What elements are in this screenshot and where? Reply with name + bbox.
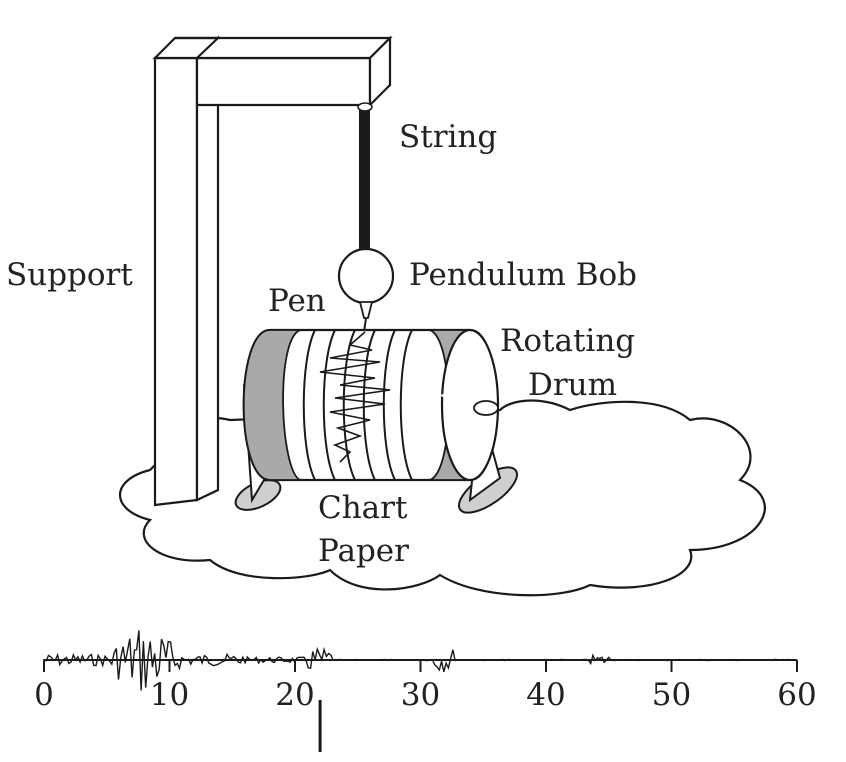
scale-tick-label: 20	[275, 677, 315, 713]
support-label: Support	[6, 257, 133, 293]
drum-trace	[319, 331, 391, 463]
chart-paper-label-line2: Paper	[318, 533, 409, 569]
string-label: String	[399, 119, 498, 155]
seismogram-trace	[43, 630, 797, 691]
scale-tick-label: 50	[651, 677, 692, 713]
seismogram	[43, 630, 798, 752]
chart-paper-label-line1: Chart	[318, 490, 408, 526]
rotating-drum-label-line2: Drum	[528, 367, 618, 403]
scale-ticks	[43, 660, 798, 672]
rotating-drum	[242, 328, 500, 482]
rotation-arrow-icon	[440, 370, 495, 410]
support-frame	[152, 35, 393, 507]
scale-tick-label: 30	[400, 677, 441, 713]
scale-tick-label: 10	[149, 677, 190, 713]
pen-label: Pen	[268, 283, 326, 319]
scale-tick-label: 0	[34, 677, 54, 713]
pendulum-string	[359, 107, 370, 252]
pendulum-bob-label: Pendulum Bob	[409, 257, 638, 293]
scale-tick-label: 40	[526, 677, 566, 713]
scale-tick-label: 60	[777, 677, 817, 713]
string-hook	[357, 102, 373, 112]
pendulum-bob	[337, 247, 395, 305]
rotating-drum-label-line1: Rotating	[500, 323, 636, 359]
pen-tip	[358, 301, 374, 319]
